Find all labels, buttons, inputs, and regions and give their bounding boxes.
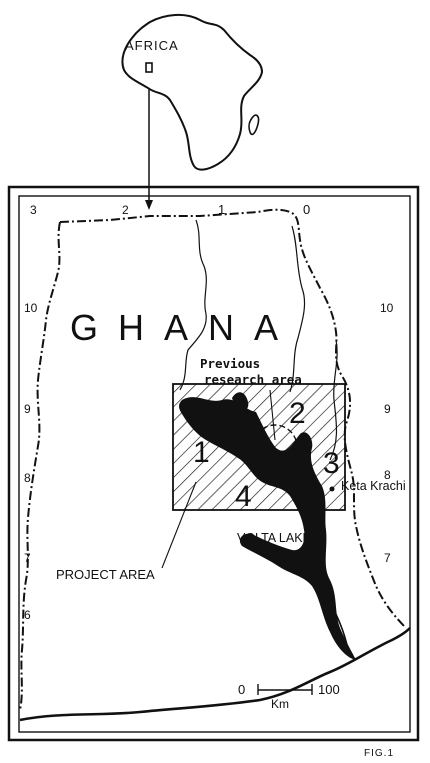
ghana-border [19, 208, 407, 711]
country-label: GHANA [70, 307, 298, 348]
latitude-tick-right: 9 [384, 402, 391, 416]
volta-lake [179, 397, 356, 660]
longitude-tick: 1 [218, 202, 225, 217]
scale-bar: 0 100 Km [238, 682, 340, 711]
zone-label-2: 2 [289, 397, 306, 430]
town-marker [329, 486, 335, 492]
white-volta-river [289, 225, 306, 393]
latitude-tick-left: 6 [24, 608, 31, 622]
previous-research-label-line2: research area [204, 372, 302, 387]
volta-lake-arm-west [204, 412, 234, 435]
black-volta-river [179, 219, 207, 391]
coastline [19, 627, 411, 722]
previous-research-area-circle [252, 424, 298, 470]
africa-outline [121, 14, 264, 171]
latitude-tick-left: 7 [24, 551, 31, 565]
latitude-tick-right: 7 [384, 551, 391, 565]
longitude-tick: 0 [303, 202, 310, 217]
town-label: Keta Krachi [341, 479, 406, 493]
ghana-location-marker [145, 62, 153, 73]
latitude-tick-left: 9 [24, 402, 31, 416]
africa-label: AFRICA [125, 38, 179, 53]
map-frame-inner [18, 195, 411, 733]
scale-start: 0 [238, 682, 245, 697]
figure-caption: FIG.1 [364, 748, 394, 759]
latitude-tick-left: 10 [24, 301, 38, 315]
zone-label-1: 1 [193, 436, 210, 469]
previous-research-label-line1: Previous [200, 356, 260, 371]
latitude-tick-right: 8 [384, 468, 391, 482]
map-frame-outer [7, 185, 420, 742]
locator-arrowhead [145, 200, 153, 210]
scale-end: 100 [318, 682, 340, 697]
zone-label-4: 4 [235, 480, 252, 513]
longitude-tick: 2 [122, 203, 129, 217]
latitude-tick-right: 10 [380, 301, 394, 315]
project-area-label: PROJECT AREA [56, 567, 155, 582]
longitude-tick: 3 [30, 203, 37, 217]
africa-inset: AFRICA [121, 14, 264, 210]
previous-research-leader [269, 389, 276, 441]
latitude-tick-left: 8 [24, 471, 31, 485]
madagascar [248, 114, 260, 136]
scale-unit: Km [271, 697, 289, 711]
project-area-leader [161, 481, 197, 569]
volta-lake-label: VOLTA LAKE [237, 531, 311, 545]
volta-lake-arm-north [232, 392, 249, 412]
zone-label-3: 3 [323, 447, 340, 480]
